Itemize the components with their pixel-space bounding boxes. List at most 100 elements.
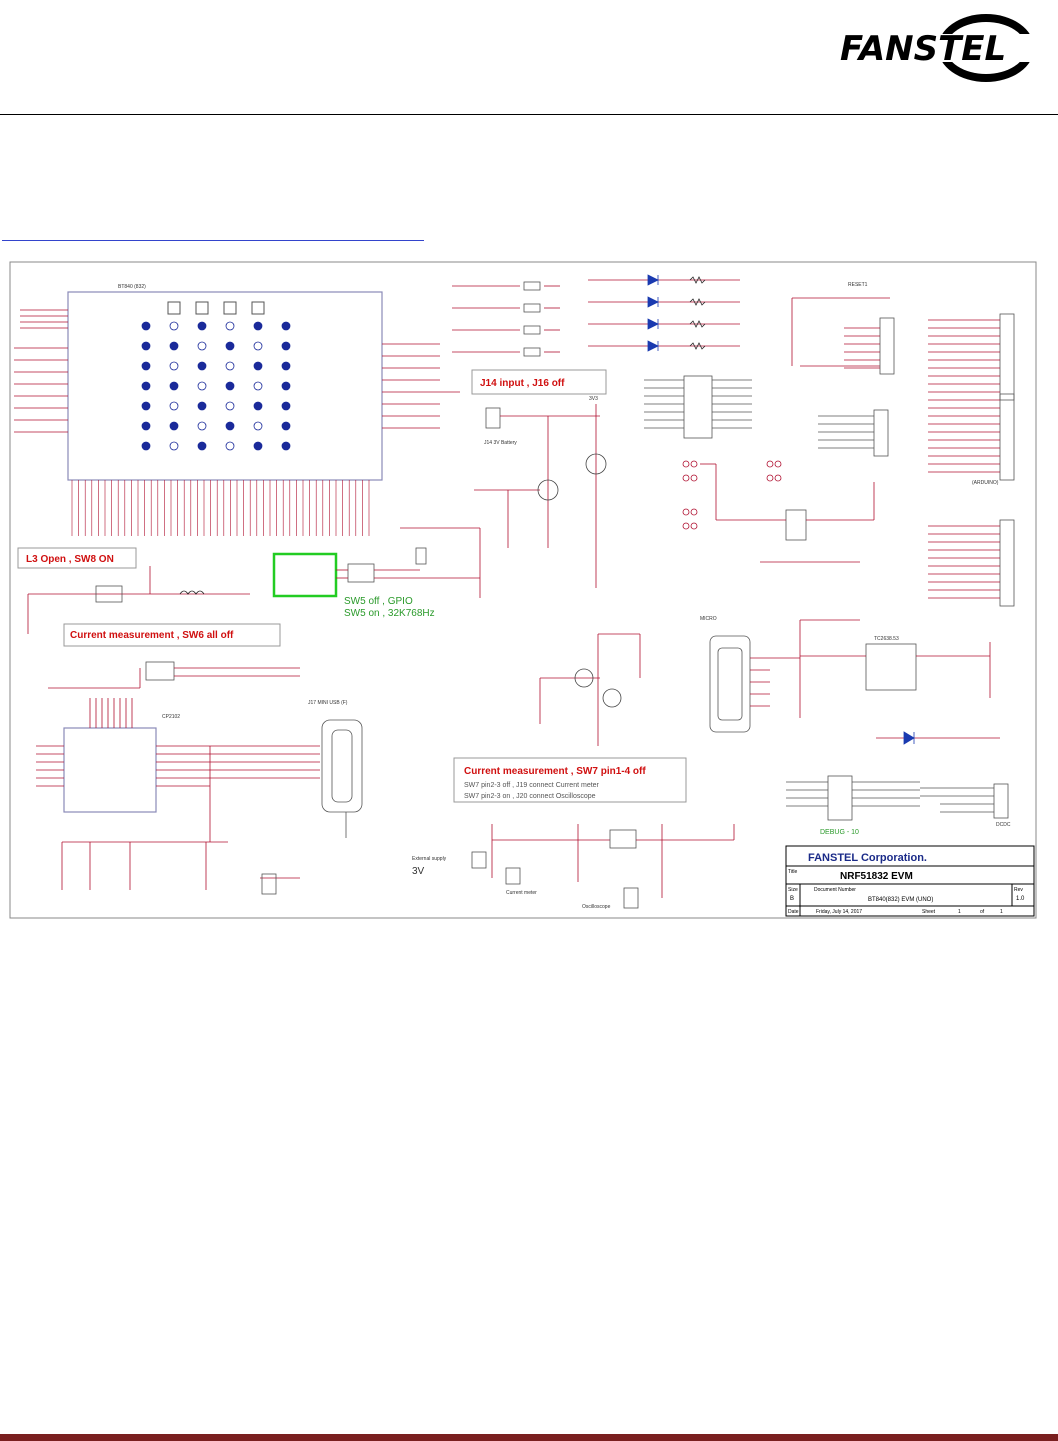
cp2102-wiring — [36, 661, 320, 895]
u1-pad — [169, 321, 179, 331]
led5 — [876, 731, 1000, 745]
u1-pad — [197, 381, 207, 391]
u1-pad — [141, 341, 151, 351]
u1-pad — [197, 341, 207, 351]
svg-text:1: 1 — [958, 909, 961, 915]
svg-text:Friday, July 14, 2017: Friday, July 14, 2017 — [816, 909, 862, 915]
u1-pad — [281, 321, 291, 331]
svg-text:RESET1: RESET1 — [848, 282, 868, 288]
svg-text:SW7 pin2-3 on , J20 connect Os: SW7 pin2-3 on , J20 connect Oscilloscope — [464, 793, 596, 800]
u1-pad — [141, 421, 151, 431]
u1-right-pins — [382, 343, 460, 429]
svg-text:J14 3V Battery: J14 3V Battery — [484, 440, 517, 446]
note-current-sw7: Current measurement , SW7 pin1-4 off SW7… — [453, 757, 687, 803]
u1-left-pins — [14, 309, 68, 433]
u1-pad — [253, 401, 263, 411]
svg-text:Date: Date — [788, 909, 799, 915]
u1-pad — [253, 441, 263, 451]
u1-pad — [225, 421, 235, 431]
u1-pad — [253, 341, 263, 351]
u1-pad — [225, 341, 235, 351]
j6-header — [818, 409, 889, 457]
u1-pad — [141, 361, 151, 371]
svg-text:DEBUG - 10: DEBUG - 10 — [820, 829, 859, 836]
u1-pad — [169, 361, 179, 371]
svg-text:Document Number: Document Number — [814, 887, 856, 893]
footer-bar — [0, 1434, 1058, 1441]
svg-text:1.0: 1.0 — [1016, 896, 1025, 902]
svg-text:MICRO: MICRO — [700, 616, 717, 622]
svg-text:CP2102: CP2102 — [162, 714, 180, 720]
svg-text:SW5 off , GPIO: SW5 off , GPIO — [344, 596, 413, 607]
debug-header — [786, 775, 1009, 821]
u1-pad — [197, 361, 207, 371]
schematic-diagram: BT840 (832) L3 Open , SW8 ON — [9, 261, 1037, 919]
svg-text:(ARDUINO): (ARDUINO) — [972, 480, 999, 486]
svg-text:L3 Open , SW8 ON: L3 Open , SW8 ON — [26, 554, 114, 565]
reset-circuit — [791, 297, 895, 375]
u1-pad — [253, 421, 263, 431]
sw5-circuit — [336, 527, 481, 598]
svg-text:Size: Size — [788, 887, 798, 893]
micro-usb-circuit — [539, 619, 991, 746]
note-current-sw6: Current measurement , SW6 all off — [63, 623, 281, 647]
green-highlight-box — [272, 552, 338, 598]
note-j14-input: J14 input , J16 off — [471, 369, 607, 395]
u1-pad — [169, 381, 179, 391]
svg-text:Title: Title — [788, 869, 797, 875]
u1-pad — [169, 401, 179, 411]
svg-text:3V3: 3V3 — [589, 396, 598, 402]
u1-pad — [281, 341, 291, 351]
u1-pad — [197, 441, 207, 451]
u1-pad — [281, 381, 291, 391]
link-underline — [2, 240, 424, 241]
user-leds — [588, 274, 740, 352]
svg-text:Current measurement , SW7 pin1: Current measurement , SW7 pin1-4 off — [464, 766, 646, 777]
title-block: FANSTEL Corporation. Title NRF51832 EVM … — [785, 845, 1035, 917]
svg-text:of: of — [980, 909, 985, 915]
note-l3-open: L3 Open , SW8 ON — [17, 547, 137, 569]
u1-pad — [225, 441, 235, 451]
u1-pad — [225, 381, 235, 391]
fanstel-logo: FANSTEL — [836, 14, 1046, 82]
u1-pad — [281, 441, 291, 451]
svg-text:J14 input , J16 off: J14 input , J16 off — [480, 378, 565, 389]
cp2102-chip — [63, 727, 157, 813]
u1-pad — [197, 421, 207, 431]
svg-text:Rev: Rev — [1014, 887, 1023, 893]
schematic-border — [9, 261, 1037, 919]
u1-pad — [281, 401, 291, 411]
u1-pad — [253, 361, 263, 371]
u1-pad — [169, 421, 179, 431]
j3-header — [644, 375, 752, 439]
svg-text:BT840(832) EVM (UNO): BT840(832) EVM (UNO) — [868, 897, 933, 903]
u1-pad — [253, 381, 263, 391]
svg-text:NRF51832 EVM: NRF51832 EVM — [840, 871, 913, 882]
u1-pad — [197, 401, 207, 411]
svg-text:SW5 on , 32K768Hz: SW5 on , 32K768Hz — [344, 608, 435, 619]
svg-text:DCDC: DCDC — [996, 822, 1011, 828]
header-divider — [0, 114, 1058, 115]
user-switches — [452, 281, 560, 357]
u1-pad — [225, 401, 235, 411]
power-switch-circuit — [474, 404, 607, 588]
sw7-circuit — [471, 824, 735, 909]
svg-text:Oscilloscope: Oscilloscope — [582, 904, 611, 910]
svg-text:B: B — [790, 896, 794, 902]
svg-text:1: 1 — [1000, 909, 1003, 915]
svg-text:3V: 3V — [412, 866, 425, 877]
u1-pad — [253, 321, 263, 331]
svg-text:FANSTEL Corporation.: FANSTEL Corporation. — [808, 852, 927, 864]
svg-text:J17 MINI USB (F): J17 MINI USB (F) — [308, 700, 348, 706]
svg-text:SW7 pin2-3 off , J19 connect C: SW7 pin2-3 off , J19 connect Current met… — [464, 782, 600, 789]
svg-text:BT840 (832): BT840 (832) — [118, 284, 146, 290]
u1-pad — [225, 361, 235, 371]
svg-text:Current meter: Current meter — [506, 890, 537, 896]
u1-pad — [169, 341, 179, 351]
u1-pad-grid — [141, 321, 291, 451]
u1-pad — [141, 441, 151, 451]
arduino-headers — [928, 313, 1015, 607]
u1-pad — [169, 441, 179, 451]
u1-pad — [197, 321, 207, 331]
u1-pad — [281, 421, 291, 431]
